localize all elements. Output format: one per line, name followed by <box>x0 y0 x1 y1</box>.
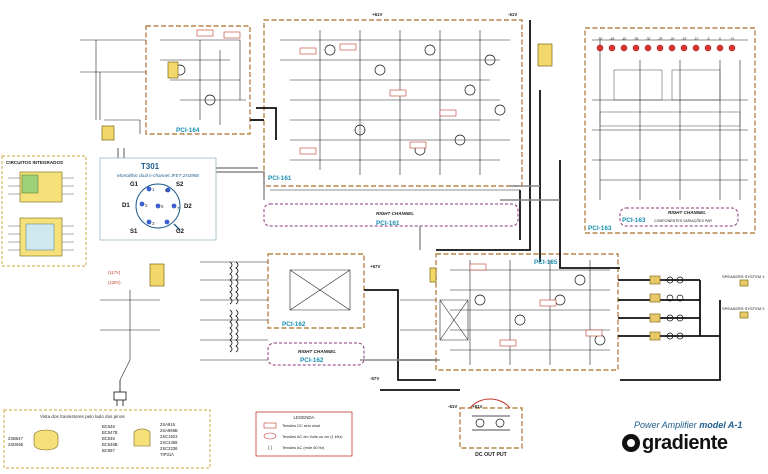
right-channel-163-box <box>619 207 739 227</box>
legend-item-3: Tensões AC (rede 60 Hz) <box>282 446 325 450</box>
led-label-9: -10 <box>694 37 699 41</box>
board-pci163-outline <box>584 27 756 234</box>
jfet-num-7: 7 <box>177 206 180 211</box>
jfet-pin-s1: S1 <box>130 229 138 235</box>
led-label-5: -30 <box>646 37 651 41</box>
board-label-pci163: PCI-163 <box>588 225 612 232</box>
vac-220-label: (220V) <box>108 280 121 285</box>
speakers-system-1-label: SPEAKERS SYSTEM 1 <box>722 274 765 279</box>
right-channel-162-label: RIGHT CHANNEL <box>298 349 336 354</box>
board-pci164-outline <box>145 25 251 135</box>
voltage-p57: +57V <box>370 264 380 269</box>
componentes-163-label: COMPONENTES VARIAÇÕES PAR <box>654 218 712 223</box>
right-channel-161-label: RIGHT CHANNEL <box>376 211 414 216</box>
board-pci162-outline <box>267 253 365 329</box>
led-label-7: -20 <box>670 37 675 41</box>
jfet-pin-g2: G2 <box>176 229 185 235</box>
dc-output-label: DC OUT PUT <box>475 452 508 458</box>
transistor-2sb647: 2SB647 <box>8 436 24 441</box>
product-title: Power Amplifier model A-1 <box>634 420 742 430</box>
jfet-num-1: 1 <box>152 187 155 192</box>
transistor-bc548: BC548 <box>102 436 115 441</box>
led-label-8: -15 <box>682 37 687 41</box>
right-channel-162-box <box>267 342 365 366</box>
brand-logo: gradiente <box>622 432 728 454</box>
speakers-system-2-label: SPEAKERS SYSTEM 2 <box>722 306 765 311</box>
led-label-1: -50 <box>598 37 603 41</box>
vac-117-label: (117V) <box>108 270 121 275</box>
voltage-p61-bottom: +61V <box>472 404 482 409</box>
transistor-2sa916: 2SA916 <box>160 422 176 427</box>
product-model: model A-1 <box>699 420 743 430</box>
voltage-m61-top: -61V <box>508 12 517 17</box>
led-label-10: -5 <box>706 37 709 41</box>
led-label-12: +3 <box>730 37 734 41</box>
transistor-bc547b: BC547B <box>102 430 118 435</box>
jfet-num-2: 2 <box>145 203 148 208</box>
led-label-2: -45 <box>610 37 615 41</box>
jfet-pin-d1: D1 <box>122 203 130 209</box>
transistor-2sa966b: 2SA966B <box>160 428 178 433</box>
voltage-m57: -57V <box>370 376 379 381</box>
transistor-bc546: BC546 <box>102 424 115 429</box>
jfet-num-3: 3 <box>152 221 155 226</box>
jfet-num-5: 5 <box>161 204 164 209</box>
product-name: Power Amplifier <box>634 420 697 430</box>
legend-item-1: Tensões DC sem sinal <box>282 424 320 428</box>
dc-output-outline <box>459 407 523 449</box>
transistor-2sd665: 2SD665 <box>8 442 24 447</box>
ic-legend-title: CIRCUITOS INTEGRADOS <box>6 160 63 165</box>
board-label-pci162-rc: PCI-162 <box>300 357 324 364</box>
voltage-m61-bottom: -61V <box>448 404 457 409</box>
transistor-bc548b: BC548B <box>102 442 118 447</box>
transistor-view-title: Vista dos transistores pelo lado dos pin… <box>40 414 125 419</box>
legend-item-2: Tensões AC em Volts ou cm (1 kHz) <box>282 435 343 439</box>
jfet-ref: T301 <box>141 162 160 171</box>
jfet-desc: Monolithic dual n-channel JFET 2N3958 <box>117 173 199 178</box>
led-label-11: 0 <box>719 37 721 41</box>
jfet-num-6: 6 <box>165 188 168 193</box>
transistor-2sc2236: 2SC2236 <box>160 446 178 451</box>
right-channel-161-box <box>263 203 519 227</box>
transistor-tip31a: TIP31A <box>160 452 174 457</box>
right-channel-163-label: RIGHT CHANNEL <box>668 210 706 215</box>
legend-title: LEGENDA <box>294 415 315 420</box>
voltage-p61-top: +61V <box>372 12 382 17</box>
led-label-3: -40 <box>622 37 627 41</box>
board-pci165-outline <box>435 253 619 371</box>
board-pci161-outline <box>263 19 523 187</box>
gradiente-logo-icon <box>622 434 640 452</box>
jfet-pin-s2: S2 <box>176 182 184 188</box>
board-label-pci165: PCI-165 <box>534 259 558 266</box>
board-label-pci164: PCI-164 <box>176 127 200 134</box>
led-label-6: -25 <box>658 37 663 41</box>
transistor-2sc1923: 2SC1923 <box>160 434 178 439</box>
brand-name: gradiente <box>642 431 728 454</box>
transistor-2sc2458: 2SC2458 <box>160 440 178 445</box>
led-label-4: -35 <box>634 37 639 41</box>
board-label-pci163b: PCI-163 <box>622 217 646 224</box>
transistor-bc557: BC557 <box>102 448 115 453</box>
board-label-pci161-rc: PCI-161 <box>376 220 400 227</box>
jfet-pin-g1: G1 <box>130 182 139 188</box>
svg-text:( ): ( ) <box>268 445 273 450</box>
jfet-pin-d2: D2 <box>184 204 192 210</box>
board-label-pci161: PCI-161 <box>268 175 292 182</box>
board-label-pci162: PCI-162 <box>282 321 306 328</box>
